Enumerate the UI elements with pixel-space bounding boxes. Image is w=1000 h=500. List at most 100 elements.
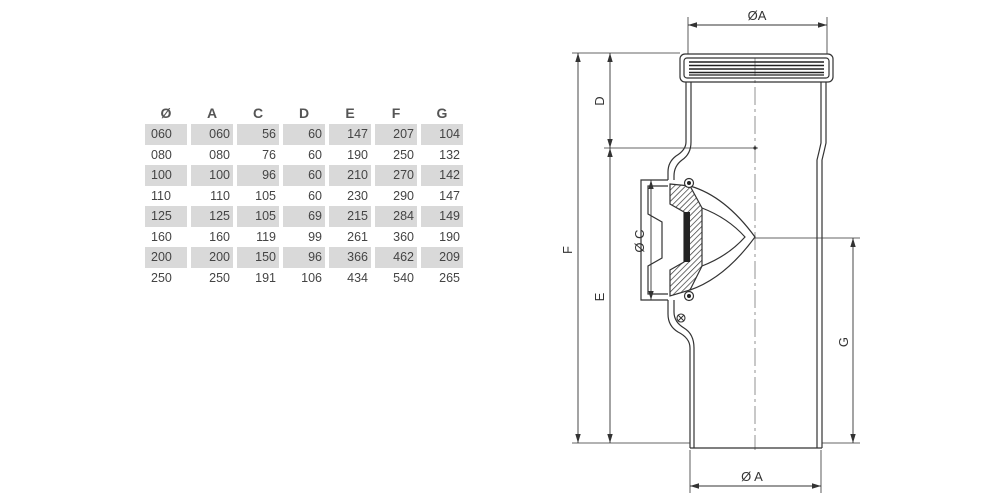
- table-cell: 250: [209, 270, 230, 285]
- table-cell: 132: [439, 147, 460, 162]
- table-cell: 080: [151, 147, 172, 162]
- socket-gasket: [679, 53, 834, 83]
- table-cell: 100: [145, 165, 187, 186]
- bolt-top-core: [687, 181, 691, 185]
- label-bottom-diameter: Ø A: [741, 469, 763, 484]
- table-cell: 265: [439, 270, 460, 285]
- table-cell: 191: [255, 270, 276, 285]
- table-cell: 147: [329, 124, 371, 145]
- table-cell: 366: [329, 247, 371, 268]
- table-cell: 104: [421, 124, 463, 145]
- table-cell: 150: [237, 247, 279, 268]
- column-header: F: [391, 105, 401, 121]
- cap-dome-outer: [689, 185, 756, 291]
- column-header: A: [206, 105, 218, 121]
- table-cell: 60: [283, 124, 325, 145]
- table-cell: 060: [145, 124, 187, 145]
- table-cell: 60: [308, 188, 322, 203]
- table-cell: 147: [439, 188, 460, 203]
- table-row: 160 160 119 99 261 360 190: [145, 227, 463, 248]
- table-cell: 200: [191, 247, 233, 268]
- table-cell: 190: [439, 229, 460, 244]
- table-cell: 207: [375, 124, 417, 145]
- table-cell: 96: [283, 247, 325, 268]
- table-cell: 250: [393, 147, 414, 162]
- table-cell: 105: [237, 206, 279, 227]
- table-cell: 209: [421, 247, 463, 268]
- table-cell: 160: [209, 229, 230, 244]
- table-cell: 261: [347, 229, 368, 244]
- table-cell: 96: [237, 165, 279, 186]
- upper-boss-inner: [673, 141, 692, 180]
- table-cell: 080: [209, 147, 230, 162]
- dimension-labels: ØA F D E Ø C G Ø A: [560, 8, 851, 484]
- label-e: E: [592, 292, 607, 301]
- column-header: C: [252, 105, 264, 121]
- table-cell: 56: [237, 124, 279, 145]
- table-cell: 434: [347, 270, 368, 285]
- table-cell: 100: [191, 165, 233, 186]
- label-g: G: [836, 337, 851, 347]
- label-f: F: [560, 246, 575, 254]
- socket-outer: [679, 53, 834, 83]
- cap-seal: [684, 212, 690, 262]
- table-cell: 290: [393, 188, 414, 203]
- cap-dome-inner: [701, 207, 746, 267]
- table-cell: 142: [421, 165, 463, 186]
- table-cell: 76: [262, 147, 276, 162]
- table-cell: 125: [191, 206, 233, 227]
- table-cell: 210: [329, 165, 371, 186]
- table-cell: 190: [347, 147, 368, 162]
- right-wall-inner: [816, 82, 822, 448]
- table-cell: 106: [301, 270, 322, 285]
- reference-dot: [753, 146, 757, 150]
- table-cell: 215: [329, 206, 371, 227]
- table-cell: 60: [283, 165, 325, 186]
- screw-slot: [677, 314, 685, 322]
- table-cell: 60: [308, 147, 322, 162]
- dimension-lines: [575, 22, 856, 489]
- table-cell: 200: [145, 247, 187, 268]
- table-cell: 250: [151, 270, 172, 285]
- table-cell: 360: [393, 229, 414, 244]
- cap-bracket-inner: [647, 185, 668, 295]
- table-row: 080 080 76 60 190 250 132: [145, 145, 463, 166]
- table-cell: 160: [151, 229, 172, 244]
- table-cell: 110: [151, 188, 171, 203]
- label-top-diameter: ØA: [748, 8, 767, 23]
- table-cell: 060: [191, 124, 233, 145]
- table-cell: 69: [283, 206, 325, 227]
- upper-boss-outer: [667, 141, 687, 180]
- table-cell: 125: [145, 206, 187, 227]
- table-cell: 99: [308, 229, 322, 244]
- table-cell: 149: [421, 206, 463, 227]
- table-cell: 105: [255, 188, 276, 203]
- right-wall-outer: [821, 82, 827, 448]
- table-cell: 284: [375, 206, 417, 227]
- table-cell: 462: [375, 247, 417, 268]
- label-c: Ø C: [632, 229, 647, 252]
- socket-inner: [683, 57, 830, 79]
- column-header: D: [298, 105, 310, 121]
- table-cell: 230: [347, 188, 368, 203]
- label-d: D: [592, 96, 607, 105]
- table-cell: 270: [375, 165, 417, 186]
- pipe-body: [685, 82, 827, 449]
- bolt-bottom-core: [687, 294, 691, 298]
- cap-bracket-outer: [640, 179, 668, 301]
- column-header: E: [345, 105, 355, 121]
- inspection-opening: [640, 141, 756, 349]
- lower-boss-inner: [673, 300, 695, 349]
- table-cell: 540: [393, 270, 414, 285]
- table-cell: 119: [256, 229, 276, 244]
